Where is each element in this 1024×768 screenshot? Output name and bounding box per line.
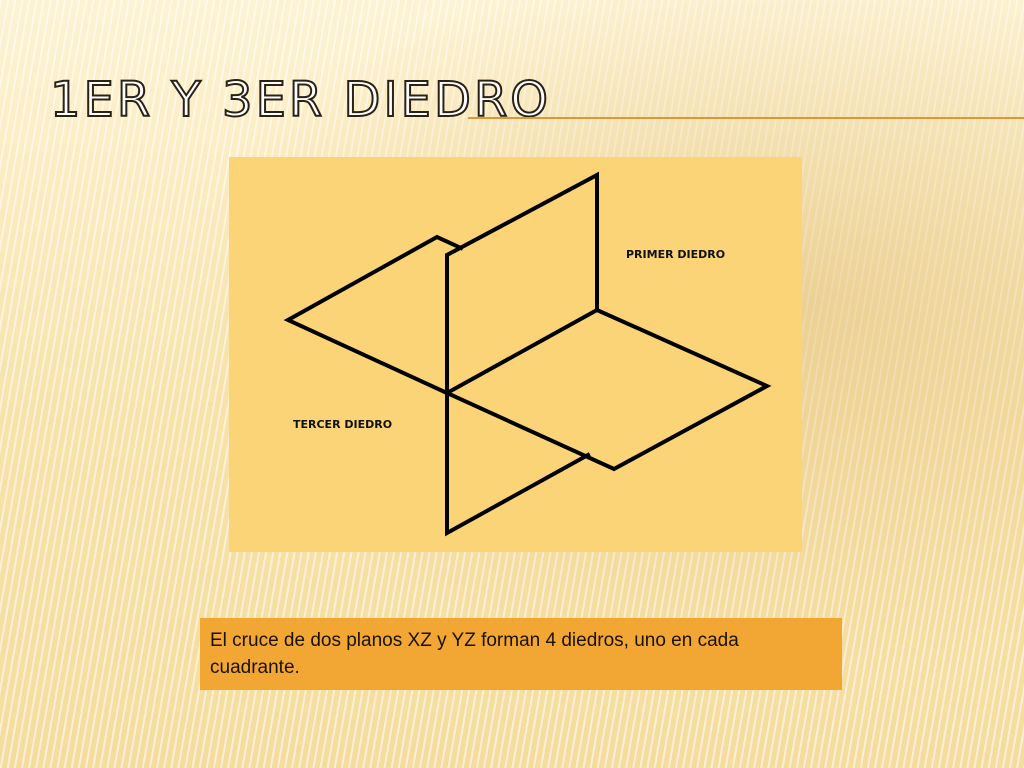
label-tercer-diedro: TERCER DIEDRO xyxy=(293,418,393,431)
slide-title: 1ER Y 3ER DIEDRO xyxy=(49,72,552,128)
caption-yz: YZ xyxy=(451,630,476,651)
plane-horizontal-right xyxy=(442,307,772,472)
plane-left-wedge xyxy=(283,234,464,396)
dihedral-diagram: PRIMER DIEDRO TERCER DIEDRO xyxy=(229,157,802,552)
caption-box: El cruce de dos planos XZ y YZ forman 4 … xyxy=(200,618,842,690)
label-primer-diedro: PRIMER DIEDRO xyxy=(626,248,726,261)
caption-text-start: El cruce de dos planos xyxy=(210,630,408,651)
dihedral-planes-drawing xyxy=(283,171,772,537)
plane-vertical-lower xyxy=(445,391,591,537)
caption-xz: XZ xyxy=(407,630,432,651)
caption-text-y: y xyxy=(431,630,452,651)
caption-text-end: forman 4 diedros, uno en cada cuadrante. xyxy=(210,630,739,678)
title-underline xyxy=(468,117,1024,119)
plane-vertical-upper xyxy=(445,171,599,395)
